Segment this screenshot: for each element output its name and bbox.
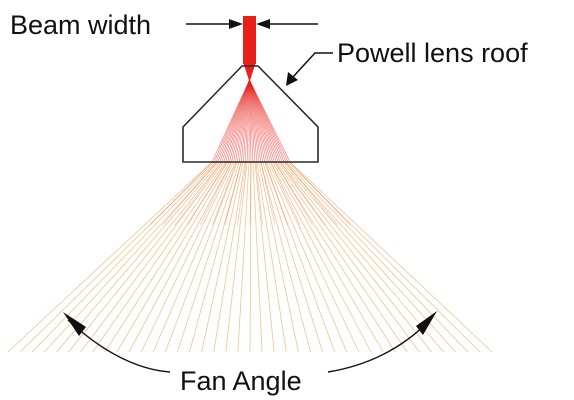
powell-lens-outline [182,65,319,163]
fan-ray [260,161,276,226]
fan-ray [264,161,336,353]
fan-ray [289,161,493,353]
fan-ray [212,161,237,226]
fan-ray [189,161,242,353]
fan-ray [164,161,238,353]
fan-ray [201,161,244,353]
fan-ray [270,161,301,226]
fan-ray [140,161,234,353]
fan-ray [268,161,360,353]
fan-ray [272,161,384,353]
arrowhead-icon [256,19,270,29]
laser-beam [243,16,256,64]
fan-ray [187,161,227,226]
fan-ray [237,161,247,226]
fan-ray [56,161,221,353]
fan-ray [177,161,240,353]
fan-ray [254,161,275,353]
fan-ray [274,161,396,353]
fan-ray [116,161,230,353]
fan-ray [31,161,217,353]
fan-ray [224,161,242,226]
fan-ray [68,161,223,353]
fan-ray [266,161,348,353]
lens-rays [211,79,291,163]
fan-ray [287,161,481,353]
fan-ray [128,161,232,353]
fan-ray [249,161,252,353]
arrowhead-icon [416,311,437,335]
fan-ray [44,161,219,353]
fan-ray [104,161,228,353]
powell-lens-roof-label: Powell lens roof [337,38,528,68]
fan-ray [280,161,326,226]
arrowhead-icon [63,312,86,336]
fan-ray [255,161,263,226]
fan-ray [276,161,408,353]
fan-ray [270,161,372,353]
fan-ray [152,161,236,353]
fan-ray [279,161,432,353]
fan-ray [149,161,213,226]
fan-ray [249,161,252,226]
fan-ray [174,161,222,226]
fan-ray [213,161,246,353]
lens-ray [249,79,291,163]
fan-ray [277,161,420,353]
arrowhead-icon [229,19,243,29]
fan-ray [289,161,351,226]
laser-beam-tip [243,62,256,82]
fan-ray [284,161,338,226]
fan-ray [281,161,444,353]
fan-ray [258,161,299,353]
fan-ray [225,161,248,353]
fan-ray [260,161,311,353]
fan-ray [285,161,469,353]
fan-ray [262,161,323,353]
fan-ray [80,161,225,353]
fan-ray [283,161,456,353]
fan-ray [237,161,250,353]
fan-ray [92,161,226,353]
beam-width-label: Beam width [10,10,152,40]
fan-ray [252,161,263,353]
fan-ray [162,161,218,226]
fan-ray [19,161,215,353]
fan-ray [7,161,213,353]
fan-ray [256,161,287,353]
fan-ray [265,161,288,226]
arrowhead-icon [286,72,298,86]
fan-angle-label: Fan Angle [180,366,302,396]
fan-ray [275,161,313,226]
fan-ray [199,161,232,226]
powell-lens-roof-leader [291,52,333,79]
